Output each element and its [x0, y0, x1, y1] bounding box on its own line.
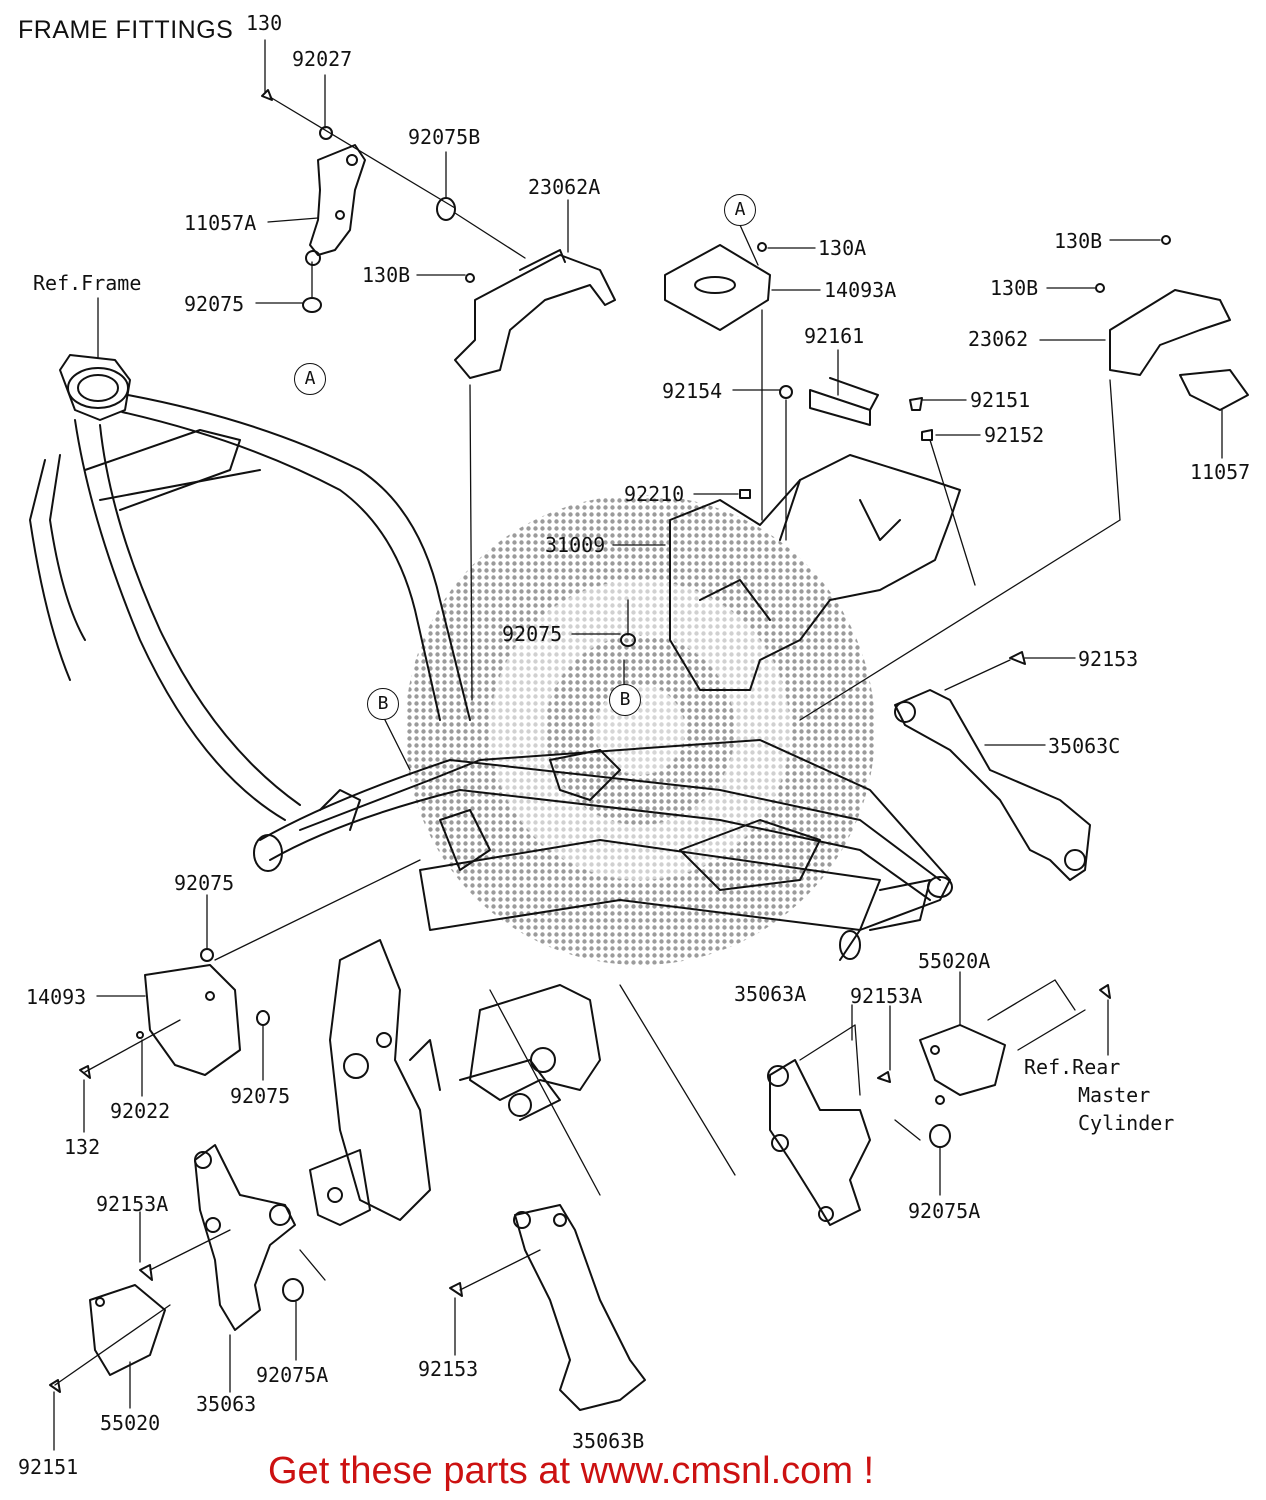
part-label-92210[interactable]: 92210 [624, 482, 685, 506]
part-label-130b-right-1[interactable]: 130B [1054, 229, 1103, 253]
part-label-92075-top[interactable]: 92075 [184, 292, 245, 316]
heel-guard-55020 [49, 1284, 171, 1393]
bracket-23062 [799, 235, 1249, 721]
cover-14093a [664, 242, 771, 521]
bracket-35063b [449, 989, 646, 1411]
ref-rear-label: Ref.Rear [1024, 1055, 1121, 1079]
part-label-55020a[interactable]: 55020A [918, 949, 991, 973]
part-label-92075-mid[interactable]: 92075 [502, 622, 563, 646]
cover-14093 [79, 859, 421, 1079]
part-label-35063b[interactable]: 35063B [572, 1429, 645, 1453]
marker-a-left: A [294, 363, 326, 395]
marker-b-right: B [609, 684, 641, 716]
marker-a-right: A [724, 194, 756, 226]
screws-92151-92152 [909, 397, 976, 586]
main-frame [29, 354, 953, 1226]
part-label-31009[interactable]: 31009 [545, 533, 606, 557]
part-label-92153a-right[interactable]: 92153A [850, 984, 923, 1008]
bracket-35063 [139, 1144, 326, 1331]
ref-frame-label: Ref.Frame [33, 271, 142, 295]
part-label-92154[interactable]: 92154 [662, 379, 723, 403]
pad-92161 [809, 377, 879, 426]
battery-case-31009 [620, 385, 961, 691]
part-label-92027[interactable]: 92027 [292, 47, 353, 71]
part-label-92151-top[interactable]: 92151 [970, 388, 1031, 412]
part-label-92075-left-2[interactable]: 92075 [230, 1084, 291, 1108]
part-label-11057a[interactable]: 11057A [184, 211, 257, 235]
bracket-35063a [619, 984, 951, 1226]
part-label-92152[interactable]: 92152 [984, 423, 1045, 447]
part-label-23062[interactable]: 23062 [968, 327, 1029, 351]
part-label-35063[interactable]: 35063 [196, 1392, 257, 1416]
part-label-14093a[interactable]: 14093A [824, 278, 897, 302]
part-label-130[interactable]: 130 [246, 11, 283, 35]
part-label-92075a-right[interactable]: 92075A [908, 1199, 981, 1223]
part-label-23062a[interactable]: 23062A [528, 175, 601, 199]
ref-master-label: Master [1078, 1083, 1151, 1107]
bracket-11057a [261, 89, 526, 313]
part-label-92153-bottom[interactable]: 92153 [418, 1357, 479, 1381]
watermark-logo [405, 495, 875, 965]
part-label-130b-right-2[interactable]: 130B [990, 276, 1039, 300]
part-label-92153-right[interactable]: 92153 [1078, 647, 1139, 671]
part-label-130b-left[interactable]: 130B [362, 263, 411, 287]
page-title: FRAME FITTINGS [18, 16, 234, 44]
leader-lines [53, 39, 1223, 1451]
part-label-11057[interactable]: 11057 [1190, 460, 1251, 484]
part-label-92075a-left[interactable]: 92075A [256, 1363, 329, 1387]
part-label-35063c[interactable]: 35063C [1048, 734, 1121, 758]
bracket-23062a [454, 249, 616, 701]
part-label-92022[interactable]: 92022 [110, 1099, 171, 1123]
part-label-35063a[interactable]: 35063A [734, 982, 807, 1006]
marker-b-left: B [367, 688, 399, 720]
part-label-92151-bottom[interactable]: 92151 [18, 1455, 79, 1479]
part-label-92075b[interactable]: 92075B [408, 125, 481, 149]
part-label-55020[interactable]: 55020 [100, 1411, 161, 1435]
ref-cylinder-label: Cylinder [1078, 1111, 1175, 1135]
footer-link[interactable]: Get these parts at www.cmsnl.com ! [268, 1450, 875, 1492]
part-label-92075-left-1[interactable]: 92075 [174, 871, 235, 895]
part-label-92153a-left[interactable]: 92153A [96, 1192, 169, 1216]
part-label-130a[interactable]: 130A [818, 236, 867, 260]
part-label-14093[interactable]: 14093 [26, 985, 87, 1009]
part-label-132[interactable]: 132 [64, 1135, 101, 1159]
bracket-35063c [894, 651, 1091, 881]
part-label-92161[interactable]: 92161 [804, 324, 865, 348]
